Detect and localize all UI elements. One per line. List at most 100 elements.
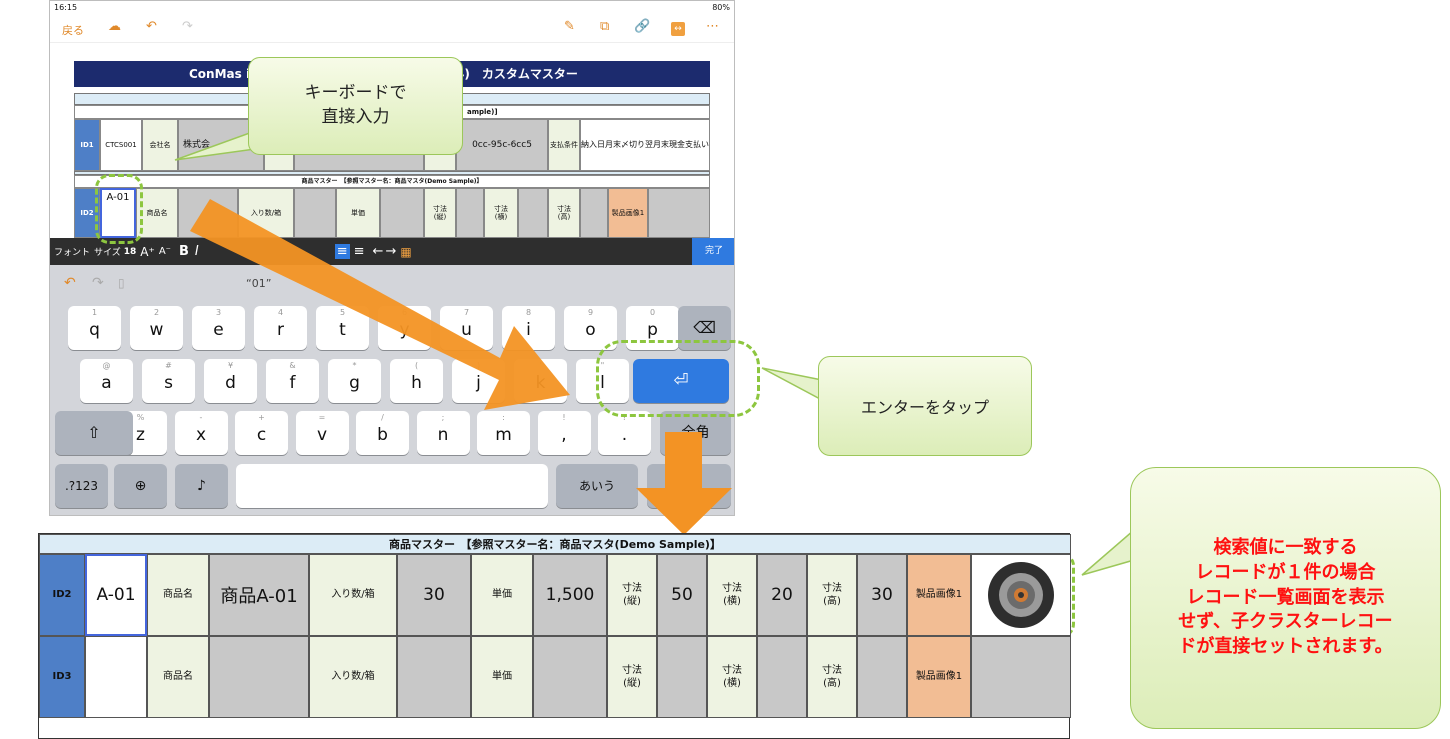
key-m[interactable]: :m bbox=[477, 411, 530, 455]
row-dimv-value[interactable] bbox=[657, 636, 707, 718]
row-qty-value[interactable]: 30 bbox=[397, 554, 471, 636]
price-value[interactable] bbox=[380, 188, 424, 238]
row-dimv-value[interactable]: 50 bbox=[657, 554, 707, 636]
numeric-key[interactable]: .?123 bbox=[55, 464, 108, 508]
row-dimz-label: 寸法 (高) bbox=[807, 636, 857, 718]
customer-code[interactable]: CTCS001 bbox=[100, 119, 142, 171]
key-f[interactable]: &f bbox=[266, 359, 319, 403]
row-code-input[interactable]: A-01 bbox=[85, 554, 147, 636]
globe-icon[interactable]: ⊕ bbox=[114, 464, 167, 508]
row-dimh-value[interactable] bbox=[757, 636, 807, 718]
cloud-icon[interactable]: ☁ bbox=[108, 19, 121, 34]
align-center-icon[interactable]: ≡ bbox=[334, 244, 350, 259]
more-icon[interactable]: ⋯ bbox=[706, 19, 719, 34]
row-dimh-value[interactable]: 20 bbox=[757, 554, 807, 636]
key-label: x bbox=[195, 425, 207, 445]
font-increase-icon[interactable]: A⁺ bbox=[140, 244, 155, 259]
row-qty-value[interactable] bbox=[397, 636, 471, 718]
key-j[interactable]: )j bbox=[452, 359, 505, 403]
key-label: k bbox=[535, 373, 546, 393]
camera-icon[interactable]: ⧉ bbox=[600, 19, 610, 34]
keyboard-dismiss-key[interactable] bbox=[647, 464, 731, 508]
key-,[interactable]: !, bbox=[537, 411, 591, 455]
font-decrease-icon[interactable]: A⁻ bbox=[158, 246, 171, 257]
key-a[interactable]: @a bbox=[80, 359, 133, 403]
product-code-input[interactable]: A-01 bbox=[100, 188, 136, 238]
pen-icon[interactable]: ✎ bbox=[564, 19, 575, 34]
row-image[interactable] bbox=[971, 636, 1071, 718]
key-alt-label: 6 bbox=[401, 308, 408, 317]
arrow-right-icon[interactable]: → bbox=[385, 244, 397, 259]
align-right-icon[interactable]: ≡ bbox=[353, 244, 365, 259]
dim-v-value[interactable] bbox=[456, 188, 484, 238]
qty-value[interactable] bbox=[294, 188, 336, 238]
size-value[interactable]: 18 bbox=[123, 246, 137, 257]
payment-value[interactable]: 納入日月末〆切り翌月末現金支払い bbox=[580, 119, 710, 171]
row-name-label: 商品名 bbox=[147, 554, 209, 636]
key-label: f bbox=[289, 373, 296, 393]
key-k[interactable]: 'k bbox=[514, 359, 567, 403]
bold-button[interactable]: B bbox=[178, 244, 189, 259]
key-g[interactable]: *g bbox=[328, 359, 381, 403]
key-b[interactable]: /b bbox=[356, 411, 409, 455]
key-.[interactable]: ?. bbox=[598, 411, 651, 455]
key-v[interactable]: =v bbox=[295, 411, 349, 455]
zenkaku-key[interactable]: 全角 bbox=[660, 411, 731, 455]
row-name-value[interactable] bbox=[209, 636, 309, 718]
table-icon[interactable]: ▦ bbox=[400, 244, 412, 259]
key-h[interactable]: (h bbox=[390, 359, 443, 403]
callout-result-note: 検索値に一致する レコードが１件の場合 レコード一覧画面を表示 せず、子クラスタ… bbox=[1130, 467, 1441, 729]
key-alt-label: ! bbox=[562, 413, 566, 422]
redo-key-icon[interactable]: ↷ bbox=[92, 275, 104, 291]
key-d[interactable]: ¥d bbox=[204, 359, 257, 403]
row-code-input[interactable] bbox=[85, 636, 147, 718]
back-button[interactable]: 戻る bbox=[62, 24, 84, 37]
expand-icon[interactable]: ↔ bbox=[671, 22, 685, 36]
arrow-left-icon[interactable]: ← bbox=[372, 244, 384, 259]
italic-button[interactable]: I bbox=[194, 244, 199, 259]
dim-z-value[interactable] bbox=[580, 188, 608, 238]
redo-icon[interactable]: ↷ bbox=[182, 19, 193, 34]
key-alt-label: 9 bbox=[587, 308, 594, 317]
undo-key-icon[interactable]: ↶ bbox=[64, 275, 76, 291]
microphone-icon[interactable]: ♪ bbox=[175, 464, 228, 508]
row-dimz-value[interactable]: 30 bbox=[857, 554, 907, 636]
tire-image[interactable] bbox=[971, 554, 1071, 636]
key-label: i bbox=[526, 320, 531, 340]
row-name-value[interactable]: 商品A-01 bbox=[209, 554, 309, 636]
row-price-value[interactable]: 1,500 bbox=[533, 554, 607, 636]
shift-key[interactable]: ⇧ bbox=[55, 411, 133, 455]
phone-value[interactable]: 0cc-95c-6cc5 bbox=[456, 119, 548, 171]
key-x[interactable]: -x bbox=[174, 411, 228, 455]
key-alt-label: @ bbox=[102, 361, 111, 370]
suggestion-text[interactable]: “01” bbox=[246, 276, 272, 290]
space-key[interactable] bbox=[236, 464, 548, 508]
key-n[interactable]: ;n bbox=[416, 411, 470, 455]
enter-key[interactable]: ⏎ bbox=[633, 359, 729, 403]
image-slot[interactable] bbox=[648, 188, 710, 238]
key-c[interactable]: +c bbox=[235, 411, 288, 455]
undo-icon[interactable]: ↶ bbox=[146, 19, 157, 34]
key-s[interactable]: #s bbox=[142, 359, 195, 403]
row-price-value[interactable] bbox=[533, 636, 607, 718]
link-icon[interactable]: 🔗 bbox=[634, 19, 651, 34]
row-dimz-value[interactable] bbox=[857, 636, 907, 718]
key-label: o bbox=[585, 320, 596, 340]
product-name-value[interactable] bbox=[178, 188, 238, 238]
paste-icon[interactable]: ▯ bbox=[118, 276, 125, 290]
kana-key[interactable]: あいう bbox=[556, 464, 638, 508]
done-button[interactable]: 完了 bbox=[692, 238, 734, 265]
dim-h-value[interactable] bbox=[518, 188, 548, 238]
key-alt-label: + bbox=[258, 413, 265, 422]
key-label: y bbox=[399, 320, 410, 340]
font-button[interactable]: フォント bbox=[54, 248, 91, 258]
